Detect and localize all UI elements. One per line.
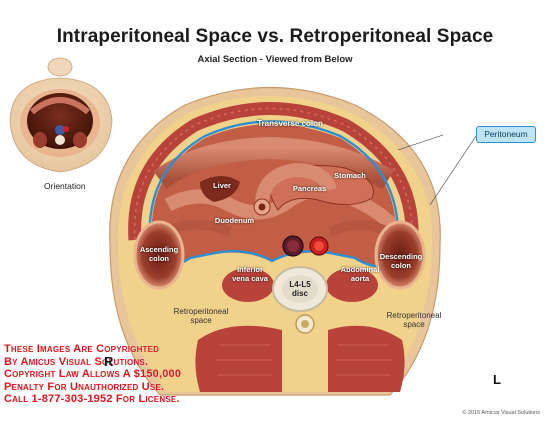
credit-text: © 2015 Amicus Visual Solutions bbox=[462, 410, 540, 416]
watermark-line: Copyright Law Allows A $150,000 bbox=[4, 368, 182, 381]
axial-section bbox=[109, 86, 477, 396]
label-stomach: Stomach bbox=[334, 171, 366, 180]
orientation-label: Orientation bbox=[44, 181, 86, 191]
watermark-line: By Amicus Visual Solutions. R bbox=[4, 353, 149, 369]
watermark-line: These Images Are Copyrighted bbox=[4, 343, 160, 355]
direction-left: L bbox=[493, 372, 501, 387]
watermark-line: Penalty For Unauthorized Use. bbox=[4, 380, 165, 393]
direction-right: R bbox=[104, 353, 114, 369]
label-liver: Liver bbox=[213, 181, 231, 190]
page-title: Intraperitoneal Space vs. Retroperitonea… bbox=[56, 26, 494, 47]
label-transverse-colon: Transverse colon bbox=[257, 119, 323, 128]
label-pancreas: Pancreas bbox=[292, 184, 327, 193]
copyright-watermark: These Images Are Copyrighted By Amicus V… bbox=[4, 343, 274, 406]
label-peritoneum: Peritoneum bbox=[476, 126, 536, 143]
watermark-line: Call 1-877-303-1952 For License. bbox=[4, 393, 180, 406]
label-duodenum: Duodenum bbox=[214, 216, 255, 225]
orientation-thumbnail bbox=[9, 57, 113, 173]
subtitle: Axial Section - Viewed from Below bbox=[197, 54, 353, 65]
